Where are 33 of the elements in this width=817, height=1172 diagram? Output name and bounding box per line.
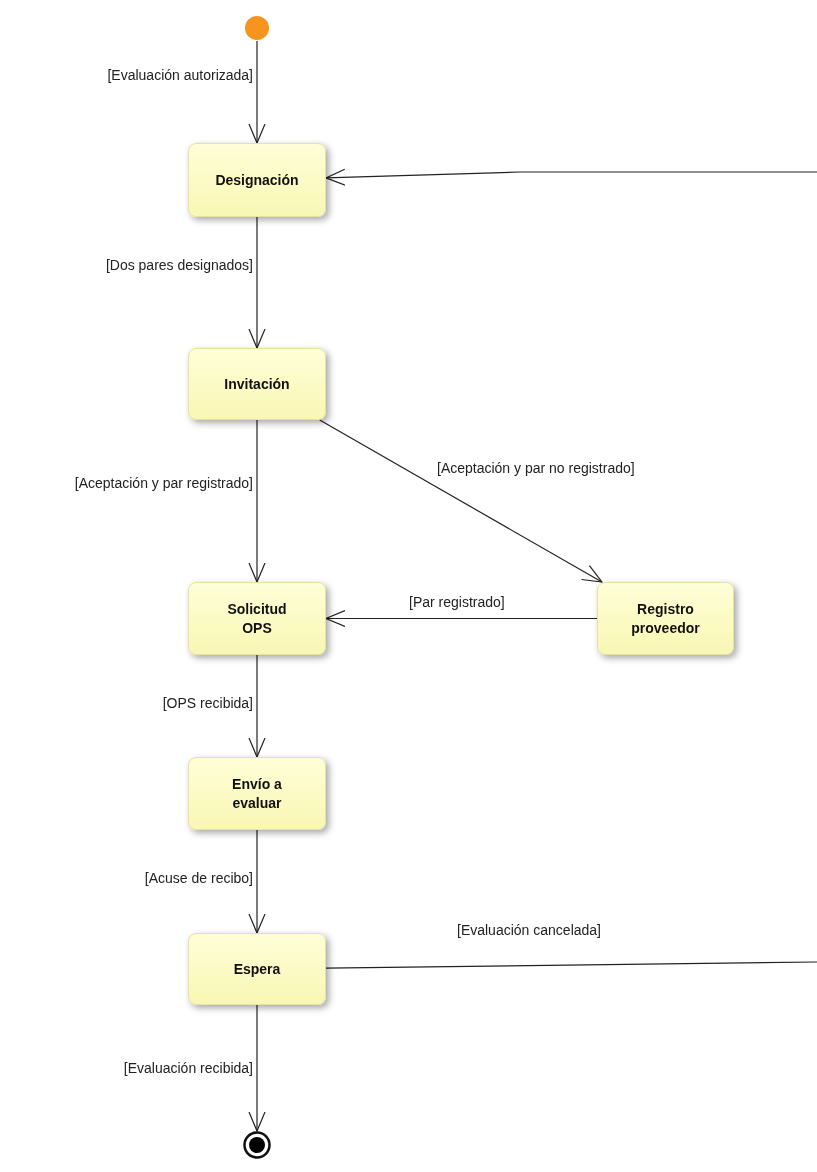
edge-label: [Evaluación autorizada] xyxy=(106,66,254,84)
state-name: Registro proveedor xyxy=(630,600,701,637)
transition-arrow xyxy=(248,216,266,349)
state-box xyxy=(188,348,326,420)
transition-arrow xyxy=(248,1004,266,1132)
edge-label: [Aceptación y par no registrado] xyxy=(436,459,636,477)
state-box xyxy=(188,143,326,217)
initial-state xyxy=(244,15,270,41)
state-box xyxy=(188,582,326,655)
edge-label: [Acuse de recibo] xyxy=(143,869,254,887)
state-name: Espera xyxy=(233,959,281,979)
state-name: Invitación xyxy=(224,374,290,394)
transition-arrow xyxy=(248,40,266,144)
edge-label: [OPS recibida] xyxy=(161,694,254,712)
edge-label: [Evaluación recibida] xyxy=(122,1059,254,1077)
transition-arrow xyxy=(248,419,266,583)
state-box xyxy=(597,582,734,655)
transition-arrow xyxy=(325,609,598,628)
edge-label: [Aceptación y par registrado] xyxy=(73,474,254,492)
state-name: Solicitud OPS xyxy=(226,600,288,637)
transition-arrow xyxy=(248,654,266,758)
edge-label: [Par registrado] xyxy=(408,593,506,611)
transition-arrow xyxy=(248,829,266,934)
transition-line xyxy=(325,961,817,969)
state-name: Designación xyxy=(215,170,299,190)
state-box xyxy=(188,933,326,1005)
final-state xyxy=(243,1131,271,1159)
edge-label: [Dos pares designados] xyxy=(104,256,254,274)
transition-arrow xyxy=(319,419,603,583)
edge-label: [Evaluación cancelada] xyxy=(456,921,602,939)
state-name: Envío a evaluar xyxy=(231,775,283,812)
transition-arrow xyxy=(325,168,817,186)
state-box xyxy=(188,757,326,830)
